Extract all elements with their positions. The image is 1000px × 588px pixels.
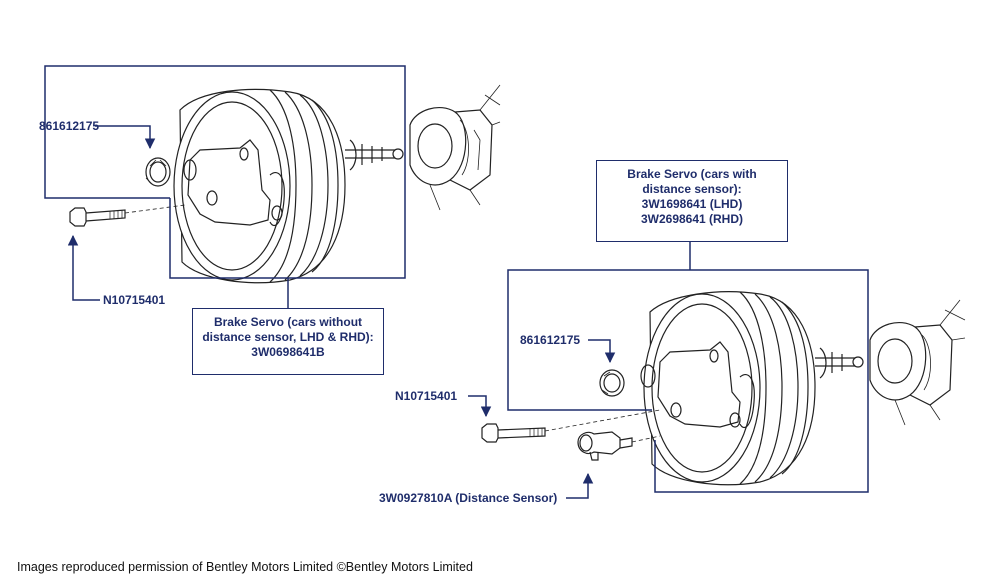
callout-line: 3W0698641B [251, 345, 325, 359]
callout-line: distance sensor, LHD & RHD): [202, 330, 374, 344]
left-frame [44, 65, 406, 308]
callout-line: 3W2698641 (RHD) [640, 212, 744, 226]
callout-line: Brake Servo (cars without [213, 315, 363, 329]
callout-line: 3W1698641 (LHD) [641, 197, 743, 211]
part-label-bolt-left[interactable]: N10715401 [103, 293, 166, 307]
callout-line: distance sensor): [642, 182, 742, 196]
callout-brake-servo-without-sensor[interactable]: Brake Servo (cars without distance senso… [192, 308, 384, 375]
brake-servo-right-drawing [481, 291, 966, 486]
part-label-distance-sensor[interactable]: 3W0927810A (Distance Sensor) [379, 491, 558, 505]
brake-servo-left-drawing [69, 84, 501, 284]
part-label-grommet-left[interactable]: 861612175 [39, 119, 100, 133]
part-label-bolt-right[interactable]: N10715401 [395, 389, 458, 403]
callout-brake-servo-with-sensor[interactable]: Brake Servo (cars with distance sensor):… [596, 160, 788, 242]
callout-line: Brake Servo (cars with [627, 167, 757, 181]
right-frame [468, 242, 869, 499]
copyright-footer: Images reproduced permission of Bentley … [17, 560, 473, 574]
part-label-grommet-right[interactable]: 861612175 [520, 333, 581, 347]
